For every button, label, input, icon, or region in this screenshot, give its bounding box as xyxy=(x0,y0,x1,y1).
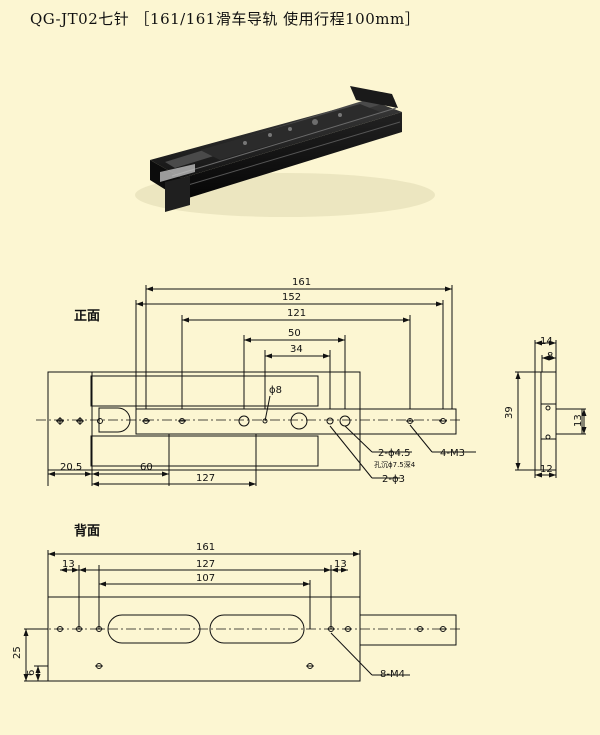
front-dim-152: 152 xyxy=(282,292,301,303)
side-dim-14: 14 xyxy=(540,336,553,347)
side-view xyxy=(515,340,587,478)
title-bracket-close: ］ xyxy=(404,10,421,28)
callout-m3: 4-M3 xyxy=(440,448,465,459)
front-dim-127: 127 xyxy=(196,473,215,484)
front-view-label: 正面 xyxy=(74,309,101,324)
back-dim-107: 107 xyxy=(196,573,215,584)
front-slot xyxy=(98,407,131,433)
page-title: QG-JT02七针 ［161/161滑车导轨 使用行程100mm］ xyxy=(30,8,420,29)
back-dim-25: 25 xyxy=(12,646,23,659)
back-base-outline xyxy=(47,596,361,682)
callout-counterbore: 孔沉ϕ7.5深4 xyxy=(374,460,416,469)
title-spec: 161/161滑车导轨 使用行程100mm xyxy=(150,10,405,28)
callout-hole-4-5: 2-ϕ4.5 xyxy=(378,448,410,459)
back-slot-right xyxy=(209,614,305,644)
front-lower-rail xyxy=(90,435,319,467)
back-dim-13a: 13 xyxy=(62,559,75,570)
back-view xyxy=(23,550,460,682)
front-base-outline xyxy=(47,371,361,471)
callout-phi8: ϕ8 xyxy=(269,385,282,396)
title-bracket-open: ［ xyxy=(134,10,151,28)
back-view-label: 背面 xyxy=(74,524,101,539)
front-dim-20-5: 20.5 xyxy=(60,462,82,473)
front-holes xyxy=(56,412,447,430)
callout-hole-3: 2-ϕ3 xyxy=(382,474,405,485)
side-dim-8: 8 xyxy=(547,351,553,362)
front-dim-50: 50 xyxy=(288,328,301,339)
front-upper-rail xyxy=(90,375,319,407)
side-dim-39: 39 xyxy=(504,406,515,419)
side-body xyxy=(534,371,557,471)
side-dim-12: 12 xyxy=(540,464,553,475)
back-dim-127: 127 xyxy=(196,559,215,570)
product-photo xyxy=(135,86,435,217)
front-dim-34: 34 xyxy=(290,344,303,355)
back-dim-6: 6 xyxy=(26,670,37,676)
back-dim-161: 161 xyxy=(196,542,215,553)
front-dim-121: 121 xyxy=(287,308,306,319)
back-slider xyxy=(359,614,457,646)
callout-m4: 8-M4 xyxy=(380,669,405,680)
dimension-labels: 161 152 121 50 34 20.5 60 127 ϕ8 2-ϕ4.5 … xyxy=(12,277,584,680)
front-slider xyxy=(135,408,457,435)
back-slot-left xyxy=(107,614,201,644)
model-name: QG-JT02七针 xyxy=(30,10,130,28)
front-dim-161: 161 xyxy=(292,277,311,288)
back-holes xyxy=(56,626,447,669)
front-view xyxy=(36,285,476,487)
front-dim-60: 60 xyxy=(140,462,153,473)
back-dim-13b: 13 xyxy=(334,559,347,570)
side-dim-13: 13 xyxy=(573,414,584,427)
